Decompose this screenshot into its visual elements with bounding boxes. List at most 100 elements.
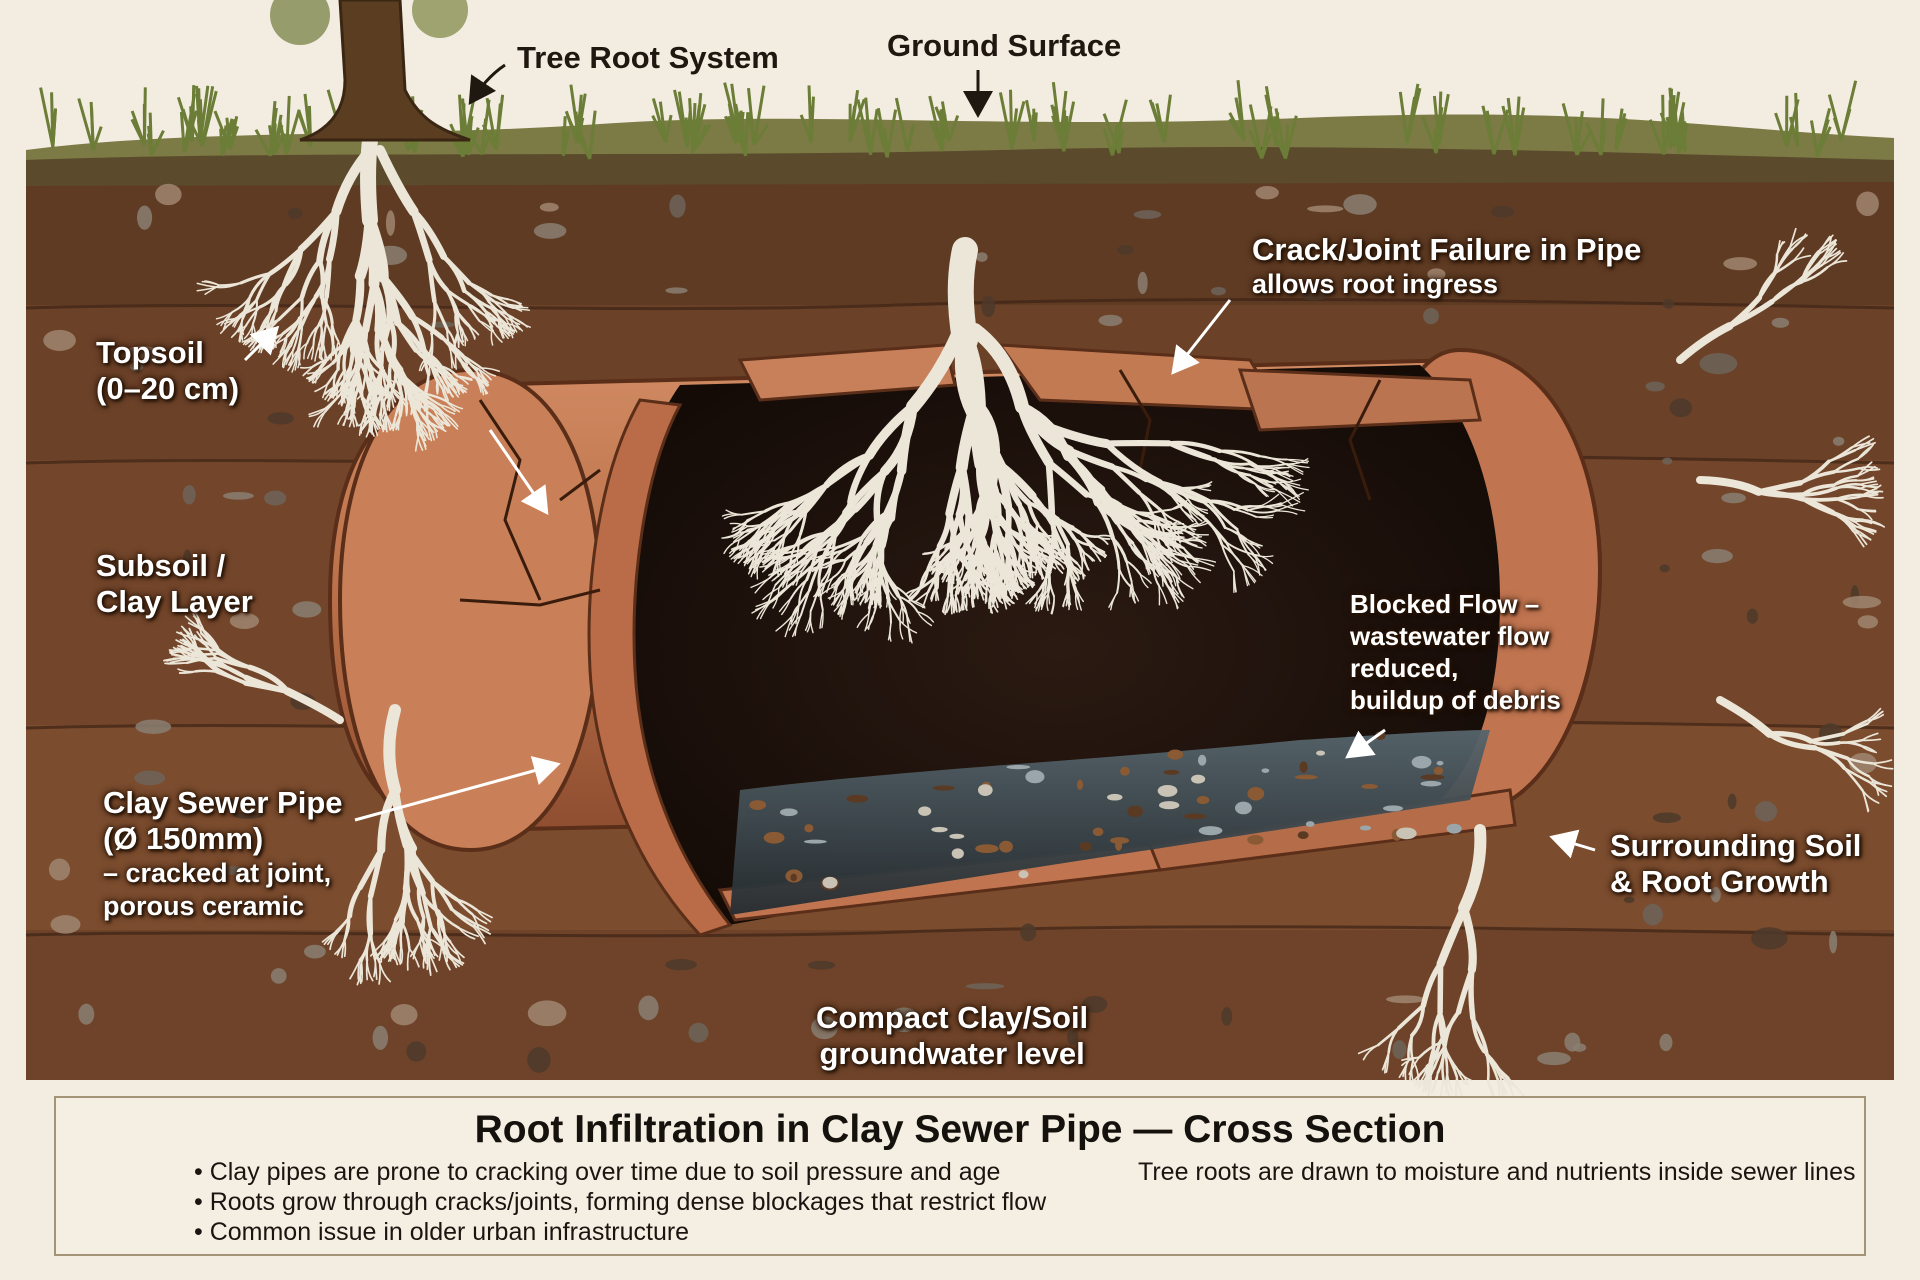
root-segment xyxy=(331,145,375,217)
root-segment xyxy=(836,571,847,582)
root-segment xyxy=(744,523,763,546)
stone xyxy=(1754,801,1778,822)
root-segment xyxy=(960,579,972,592)
root-segment xyxy=(791,589,811,616)
root-segment xyxy=(791,533,802,553)
stone xyxy=(135,719,172,734)
root-segment xyxy=(426,332,434,358)
stone xyxy=(688,1022,709,1043)
root-segment xyxy=(1242,564,1263,577)
arrow-surrounding xyxy=(1549,829,1596,859)
root-segment xyxy=(880,544,885,573)
root-segment xyxy=(893,585,903,608)
root-segment xyxy=(865,612,875,630)
root-segment xyxy=(1443,1045,1459,1071)
root-segment xyxy=(968,323,1029,414)
root-segment xyxy=(1084,492,1123,515)
root-segment xyxy=(881,570,890,589)
root-segment xyxy=(968,550,974,564)
root-segment xyxy=(455,898,479,912)
root-segment xyxy=(432,408,448,422)
debris-piece xyxy=(1159,801,1180,810)
label-blocked-flow: Blocked Flow – wastewater flow reduced, … xyxy=(1350,588,1561,716)
label-tree-root-system: Tree Root System xyxy=(517,40,779,75)
root-segment xyxy=(353,272,365,323)
debris-piece xyxy=(1382,805,1404,812)
root-segment xyxy=(428,953,438,973)
root-segment xyxy=(1025,520,1029,539)
root-segment xyxy=(1820,241,1837,263)
root-segment xyxy=(449,378,458,394)
root-segment xyxy=(310,344,315,360)
stone xyxy=(1662,298,1675,309)
debris-piece xyxy=(949,833,965,839)
root-segment xyxy=(1156,531,1172,540)
stone xyxy=(264,490,287,506)
root-segment xyxy=(1866,710,1884,725)
root-segment xyxy=(337,340,346,357)
root-segment xyxy=(1054,550,1066,561)
root-segment xyxy=(910,599,926,608)
stone xyxy=(965,983,1005,990)
root-segment xyxy=(217,651,252,670)
root-segment xyxy=(1018,551,1021,565)
root-segment xyxy=(1246,503,1282,512)
root-segment xyxy=(1131,541,1146,561)
root-segment xyxy=(200,632,221,655)
root-segment xyxy=(399,393,407,407)
stone xyxy=(1066,1029,1079,1045)
stone xyxy=(1751,927,1788,950)
stone xyxy=(1427,268,1446,281)
stone xyxy=(1133,210,1162,219)
stone xyxy=(1832,436,1845,446)
stone xyxy=(807,960,836,970)
root-segment xyxy=(497,317,502,333)
root-segment xyxy=(1248,474,1280,484)
root-segment xyxy=(768,534,786,552)
root-segment xyxy=(821,560,833,582)
root-segment xyxy=(1260,493,1280,507)
root-segment xyxy=(504,316,515,334)
root-segment xyxy=(387,351,396,382)
root-segment xyxy=(372,397,380,414)
grass-blade xyxy=(588,110,597,160)
root-segment xyxy=(783,569,800,578)
stone xyxy=(1255,185,1279,200)
root-segment xyxy=(906,323,967,414)
stone xyxy=(1659,1033,1673,1052)
root-segment xyxy=(1082,551,1096,562)
root-segment xyxy=(952,565,956,582)
root-segment xyxy=(1385,1051,1390,1073)
root-segment xyxy=(395,320,419,353)
root-segment xyxy=(1152,558,1160,587)
grass-blade xyxy=(1513,96,1521,156)
label-clay-sewer-pipe: Clay Sewer Pipe (Ø 150mm) – cracked at j… xyxy=(103,785,343,923)
stone xyxy=(229,612,260,629)
root-segment xyxy=(1852,530,1865,548)
root-segment xyxy=(350,387,361,408)
root-segment xyxy=(1090,547,1107,558)
root-segment xyxy=(792,614,802,638)
root-segment xyxy=(187,622,205,632)
root-segment xyxy=(394,376,402,396)
root-segment xyxy=(393,887,408,922)
root-segment xyxy=(1831,479,1858,487)
debris-piece xyxy=(1396,827,1417,840)
root-segment xyxy=(445,400,464,410)
root-segment xyxy=(435,365,449,386)
grass-blade xyxy=(1492,109,1510,155)
grass-blade xyxy=(268,100,277,156)
stone xyxy=(1645,381,1665,392)
stone xyxy=(888,1007,920,1033)
debris-piece xyxy=(1247,834,1264,845)
stone xyxy=(1307,205,1344,213)
root-segment xyxy=(1854,525,1875,535)
root-segment xyxy=(389,414,397,431)
blocked-line3: reduced, xyxy=(1350,653,1459,683)
root-segment xyxy=(813,555,827,565)
stone xyxy=(1829,930,1838,954)
root-segment xyxy=(728,539,740,558)
root-segment xyxy=(1008,579,1013,596)
root-segment xyxy=(1496,1078,1504,1098)
root-segment xyxy=(467,281,491,304)
